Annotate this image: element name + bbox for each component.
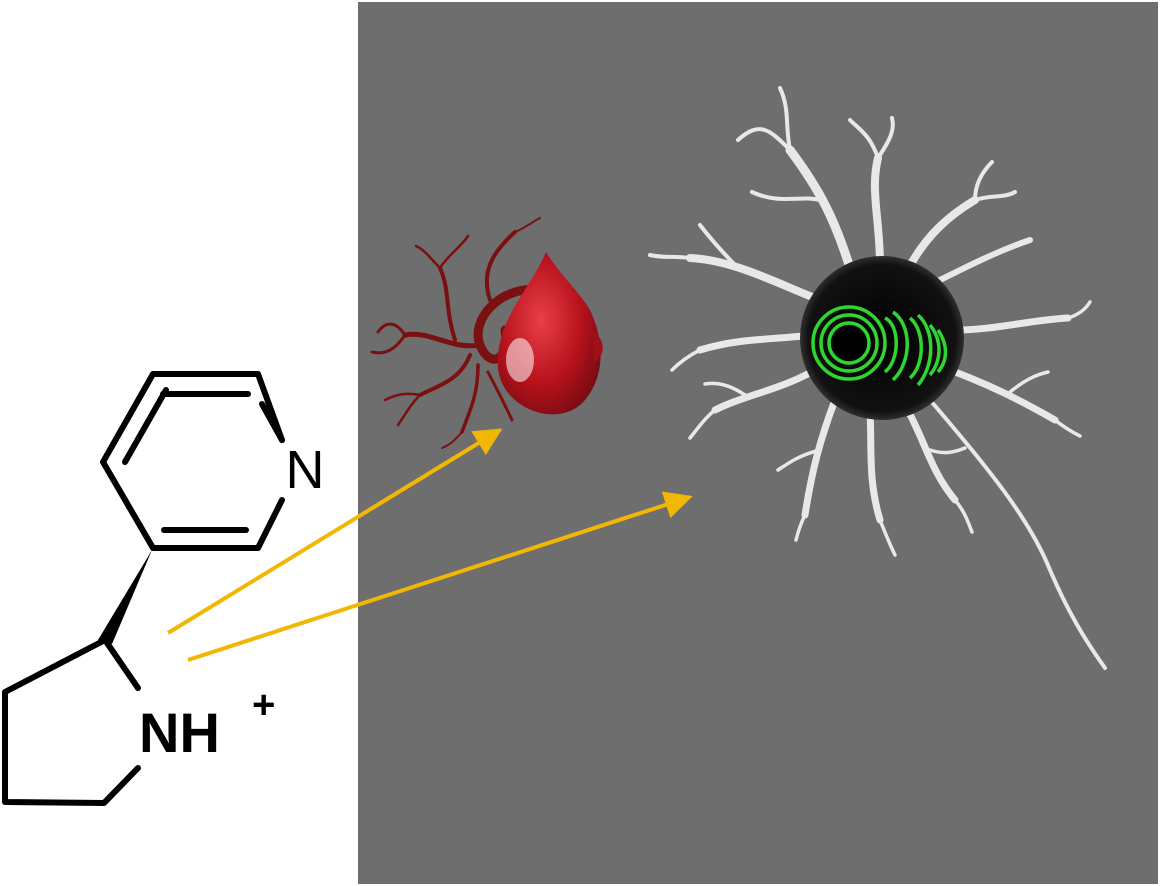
pyrrolidine-ring-bonds: [2, 637, 141, 806]
amine-nitrogen-label: NH: [139, 701, 220, 764]
arrow-to-blood: [166, 428, 503, 635]
neuron-soma: [800, 256, 964, 420]
nucleus: [833, 327, 865, 359]
blood-drop-bulge: [592, 332, 603, 362]
nicotine-molecule: [2, 371, 285, 806]
pyridine-nitrogen-label: N: [286, 440, 325, 500]
pyrrolidine-bond: [102, 637, 141, 691]
positive-charge-label: +: [252, 683, 275, 727]
wedge-bond: [98, 550, 152, 644]
neuron-organelles: [811, 305, 948, 387]
pyridine-double-bond: [259, 401, 285, 443]
blood-drop-highlight: [506, 338, 534, 382]
arrow-to-neuron: [187, 491, 693, 662]
neuron-icon: [648, 86, 1107, 670]
pyridine-ring-bonds: [100, 371, 285, 551]
pyridine-double-bond: [122, 387, 169, 465]
